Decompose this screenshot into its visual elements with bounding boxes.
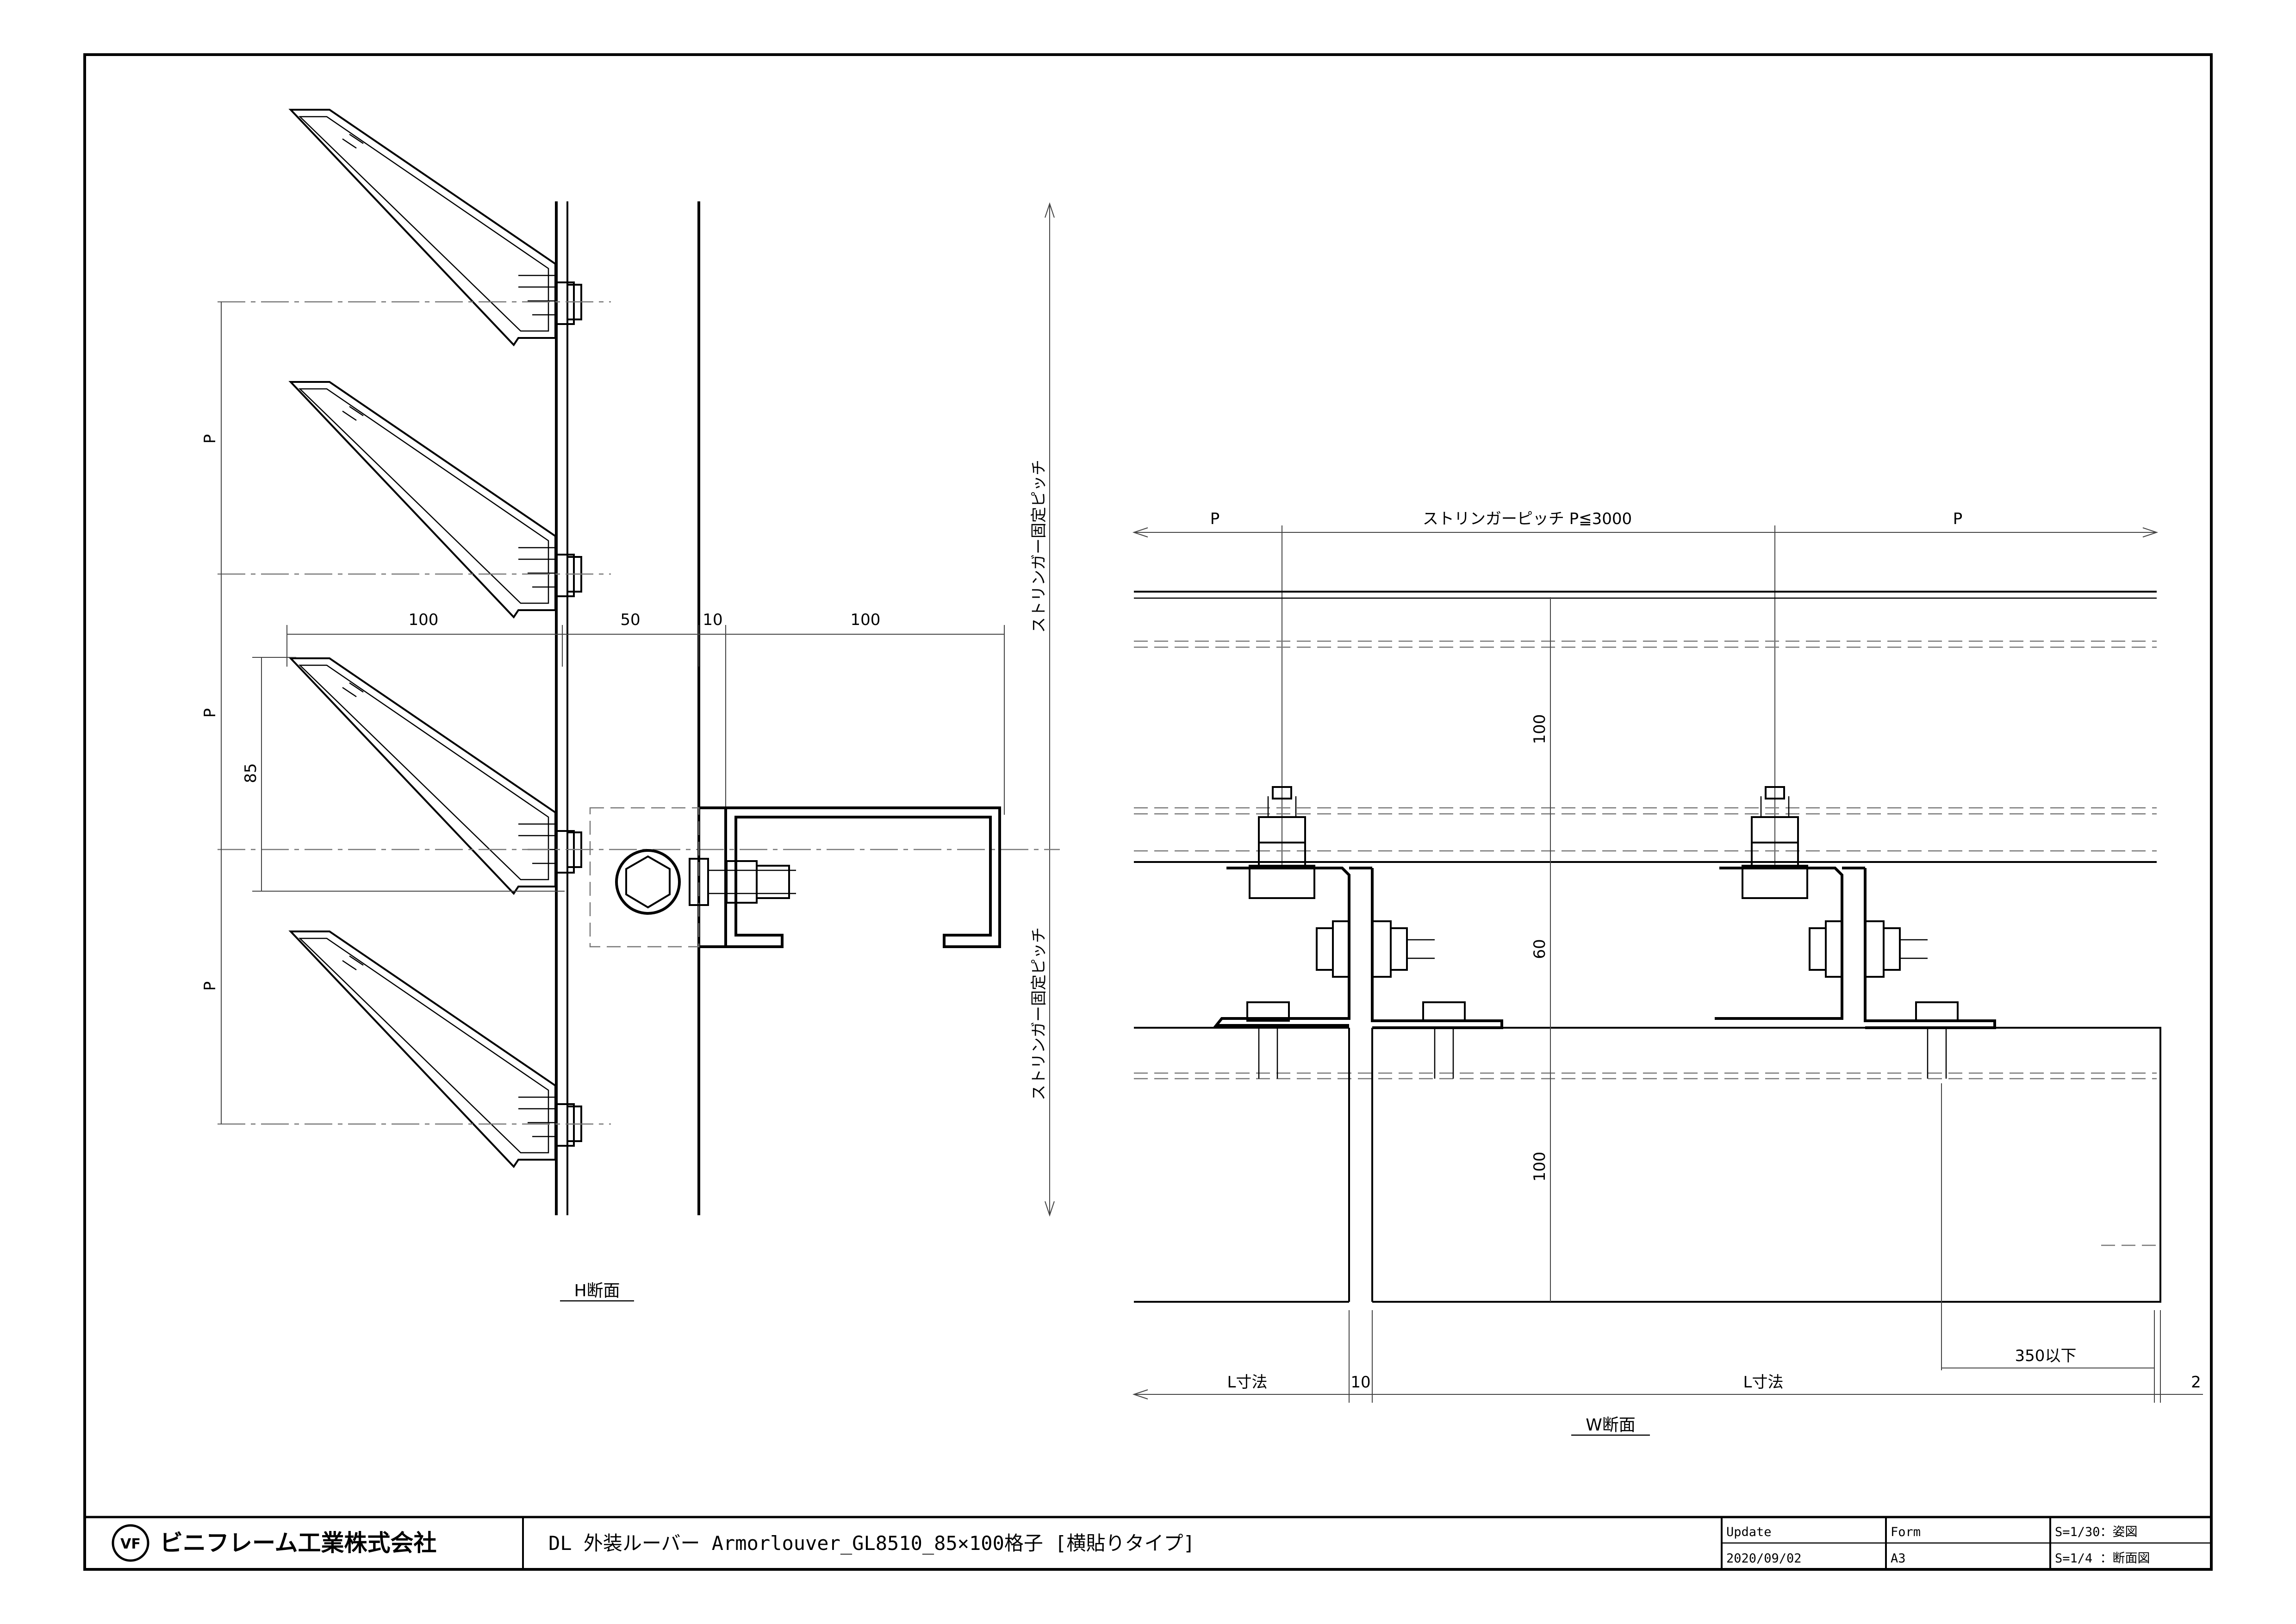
company-name: ビニフレーム工業株式会社 <box>160 1530 437 1556</box>
bracket-plate <box>697 806 727 948</box>
nut-side <box>689 858 709 906</box>
bolt-washer <box>615 849 681 915</box>
w-section-caption: W断面 <box>1586 1416 1636 1435</box>
arrow-head <box>2142 527 2159 537</box>
bolt-nut-hex <box>625 855 671 909</box>
arrow-head <box>1132 527 1148 537</box>
nut-side <box>756 865 790 899</box>
title-block: VF ビニフレーム工業株式会社 DL 外装ルーバー Armorlouver_GL… <box>85 1516 2211 1569</box>
dim-50-label: 50 <box>620 611 640 629</box>
update-date: 2020/09/02 <box>1726 1551 1802 1566</box>
louver-blade-3 <box>288 657 575 895</box>
update-label: Update <box>1726 1525 1772 1539</box>
louver-blade-4 <box>288 931 575 1168</box>
stringer-pitch-upper-label: ストリンガー固定ピッチ <box>1030 460 1048 633</box>
form-value: A3 <box>1891 1551 1906 1566</box>
stringer-bracket-left <box>1213 786 1503 1079</box>
dim-100-bottom-label: 100 <box>1531 1152 1549 1182</box>
w-section-drawing: P ストリンガーピッチ P≦3000 P 100 60 100 350以下 L寸… <box>1132 510 2203 1436</box>
company-logo <box>112 1524 149 1562</box>
w-dim-10-label: 10 <box>1350 1373 1370 1392</box>
h-section-caption: H断面 <box>574 1281 620 1300</box>
dim-85-label: 85 <box>242 763 260 783</box>
arrow-head <box>1045 1201 1055 1217</box>
stringer-pitch-lower-label: ストリンガー固定ピッチ <box>1030 927 1048 1100</box>
drawing-title: DL 外装ルーバー Armorlouver_GL8510_85×100格子 [横… <box>548 1532 1195 1555</box>
panel-right-end <box>2154 1027 2161 1303</box>
louver-blade-1 <box>288 109 575 347</box>
dim-350-label: 350以下 <box>2015 1347 2077 1365</box>
nut-side <box>726 860 758 904</box>
bracket-hidden-outline <box>589 807 700 948</box>
arrow-head <box>1132 1389 1148 1399</box>
dim-60-label: 60 <box>1531 939 1549 959</box>
dim-10-label: 10 <box>703 611 722 629</box>
pitch-p3-label: P <box>201 981 219 991</box>
l-dim-left-label: L寸法 <box>1227 1373 1268 1392</box>
scale-2: S=1/4 ：断面図 <box>2055 1551 2150 1566</box>
dim-100-left-label: 100 <box>409 611 439 629</box>
h-section-drawing: 100 50 10 100 85 P P P ストリンガー固定ピッチ ストリンガ… <box>201 109 1060 1302</box>
stringer-bracket-right <box>1715 786 1996 1079</box>
dim-100-right-label: 100 <box>851 611 881 629</box>
pitch-p2-label: P <box>201 708 219 718</box>
dim-2-label: 2 <box>2191 1373 2201 1392</box>
sheet-border <box>83 53 2213 1571</box>
dim-100-top-label: 100 <box>1531 714 1549 744</box>
form-label: Form <box>1891 1525 1921 1539</box>
top-p-right-label: P <box>1953 510 1963 528</box>
top-stringer-pitch-label: ストリンガーピッチ P≦3000 <box>1423 510 1632 528</box>
top-p-left-label: P <box>1210 510 1220 528</box>
pitch-p1-label: P <box>201 434 219 444</box>
company-logo-mark: VF <box>120 1536 141 1552</box>
scale-1: S=1/30：姿図 <box>2055 1525 2138 1539</box>
louver-blade-2 <box>288 381 575 619</box>
stringer-bracket <box>724 806 1001 948</box>
arrow-head <box>1045 202 1055 218</box>
l-dim-right-label: L寸法 <box>1743 1373 1784 1392</box>
